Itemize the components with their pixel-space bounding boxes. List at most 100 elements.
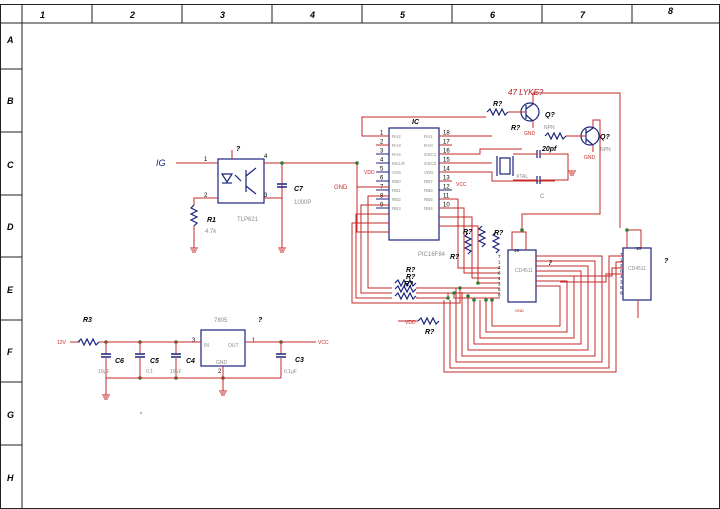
latch-pin-number: 16 bbox=[636, 246, 642, 251]
optocoupler-pin: 4 bbox=[264, 154, 268, 160]
q2-gnd: GND bbox=[584, 155, 596, 161]
ic-pin-name: RA2 bbox=[392, 134, 401, 139]
r-bank3-label: R? bbox=[404, 281, 414, 288]
gnd-label: GND bbox=[334, 185, 348, 191]
column-label: 1 bbox=[40, 10, 45, 20]
regulator-pin-out: 1 bbox=[252, 338, 256, 344]
latch-1: ? CD4511 bbox=[507, 231, 553, 303]
latch-pin-number: 3 bbox=[498, 282, 501, 287]
row-label: H bbox=[7, 473, 14, 483]
optocoupler-designator: ? bbox=[236, 146, 241, 153]
q1-gnd: GND bbox=[524, 131, 536, 137]
row-labels: A B C D E F G H bbox=[6, 35, 14, 483]
ic-pin-number: 14 bbox=[443, 167, 450, 173]
ic-pin-name: RB7 bbox=[424, 179, 433, 184]
junction-dot bbox=[476, 281, 480, 285]
ic-pin-number: 2 bbox=[380, 140, 384, 146]
ic-pin-name: RA3 bbox=[392, 143, 401, 148]
transistor-q2 bbox=[521, 119, 601, 230]
latch-2: ? CD4511 bbox=[622, 229, 669, 318]
c4-value: 10µF bbox=[170, 369, 182, 375]
regulator-pin-in: 3 bbox=[192, 338, 196, 344]
r-mid2-label: R? bbox=[463, 229, 473, 236]
optocoupler-wires bbox=[176, 150, 357, 248]
transistor-q1 bbox=[508, 92, 621, 228]
regulator-in-name: IN bbox=[204, 343, 209, 349]
latch-pin-number: 5 bbox=[498, 287, 501, 292]
ic-pin-name: RB6 bbox=[424, 188, 433, 193]
column-label: 6 bbox=[490, 10, 496, 20]
c5-designator: C5 bbox=[150, 358, 159, 365]
junction-dot bbox=[280, 161, 284, 165]
ground-icon bbox=[218, 390, 228, 396]
ground-icon bbox=[189, 247, 199, 253]
column-labels: 1 2 3 4 5 6 7 8 bbox=[40, 6, 673, 20]
c3-value: 0.1µF bbox=[284, 369, 297, 375]
latch-2-designator: ? bbox=[664, 258, 669, 265]
latch-pin-number: 1 bbox=[620, 258, 623, 263]
ic-pin-name: RB3 bbox=[392, 206, 401, 211]
ic-pin-name: RA4 bbox=[392, 152, 401, 157]
r-top1-label: R? bbox=[493, 101, 503, 108]
ic-pin-name: OSC2 bbox=[424, 161, 437, 166]
junction-dot bbox=[458, 286, 462, 290]
ic-pin-name: VDD bbox=[424, 170, 434, 175]
q1-part: NPN bbox=[544, 125, 555, 131]
ic-pin-number: 13 bbox=[443, 176, 450, 182]
regulator-designator: ? bbox=[258, 317, 263, 324]
optocoupler: ? 1 2 3 4 TLP621 bbox=[204, 146, 268, 223]
junction-dots bbox=[104, 161, 629, 380]
column-label: 8 bbox=[668, 6, 673, 16]
junction-dot bbox=[355, 161, 359, 165]
junction-dot bbox=[466, 294, 470, 298]
resistor-top2 bbox=[544, 132, 567, 140]
junction-dot bbox=[625, 228, 629, 232]
regulator-part: 7805 bbox=[214, 318, 228, 324]
latch-1-ground: GND bbox=[515, 308, 524, 313]
ic-part: PIC16F84 bbox=[418, 252, 446, 258]
latch-pin-number: 1 bbox=[498, 260, 501, 265]
ic-pin-name: RB4 bbox=[424, 206, 433, 211]
c3-designator: C3 bbox=[295, 357, 304, 364]
ic-designator: IC bbox=[412, 119, 420, 126]
optocoupler-pin: 2 bbox=[204, 193, 208, 199]
ic-pin-name: MCLR bbox=[392, 161, 406, 166]
crystal-part: XTAL bbox=[516, 174, 528, 180]
ic-pin-name: RB0 bbox=[392, 179, 401, 184]
junction-dot bbox=[520, 228, 524, 232]
ic-pin-number: 16 bbox=[443, 149, 450, 155]
regulator-out-name: OUT bbox=[228, 343, 239, 349]
ic-pin-number: 6 bbox=[380, 176, 384, 182]
ground-icon bbox=[101, 394, 111, 400]
ic-pin-number: 11 bbox=[443, 194, 450, 200]
optocoupler-pin: 3 bbox=[264, 193, 268, 199]
crystal-cap-label: 20pf bbox=[541, 146, 557, 153]
latch-pin-number: 7 bbox=[498, 254, 501, 259]
latch-pin-number: 6 bbox=[498, 271, 501, 276]
latch-pin-number: 8 bbox=[620, 291, 623, 296]
q2-designator: Q? bbox=[600, 134, 610, 141]
vcc-out-label: VCC bbox=[318, 340, 329, 346]
ic-pin-name: RA1 bbox=[424, 134, 433, 139]
ic-pin-number: 3 bbox=[380, 149, 384, 155]
r-mid3-label: R? bbox=[494, 230, 504, 237]
ic-pin-number: 10 bbox=[443, 203, 450, 209]
junction-dot bbox=[490, 298, 494, 302]
latch-pin-number: 16 bbox=[514, 248, 520, 253]
column-label: 2 bbox=[129, 10, 135, 20]
r1-designator: R1 bbox=[207, 217, 216, 224]
vdd-label: VDD bbox=[405, 320, 416, 326]
vdd-label: VDD bbox=[364, 170, 375, 176]
ic-pin-number: 1 bbox=[380, 131, 384, 137]
r-mid1-label: R? bbox=[450, 254, 460, 261]
row-label: F bbox=[7, 347, 13, 357]
ic-pin-name: OSC1 bbox=[424, 152, 437, 157]
latch-pin-number: 5 bbox=[620, 285, 623, 290]
latch-pin-number: 7 bbox=[620, 252, 623, 257]
r-bank2-label: R? bbox=[406, 274, 416, 281]
latch-2-part: CD4511 bbox=[628, 266, 646, 272]
r-bottom-label: R? bbox=[425, 329, 435, 336]
ic-pin-name: RA0 bbox=[424, 143, 433, 148]
ic-pin-number: 4 bbox=[380, 158, 384, 164]
